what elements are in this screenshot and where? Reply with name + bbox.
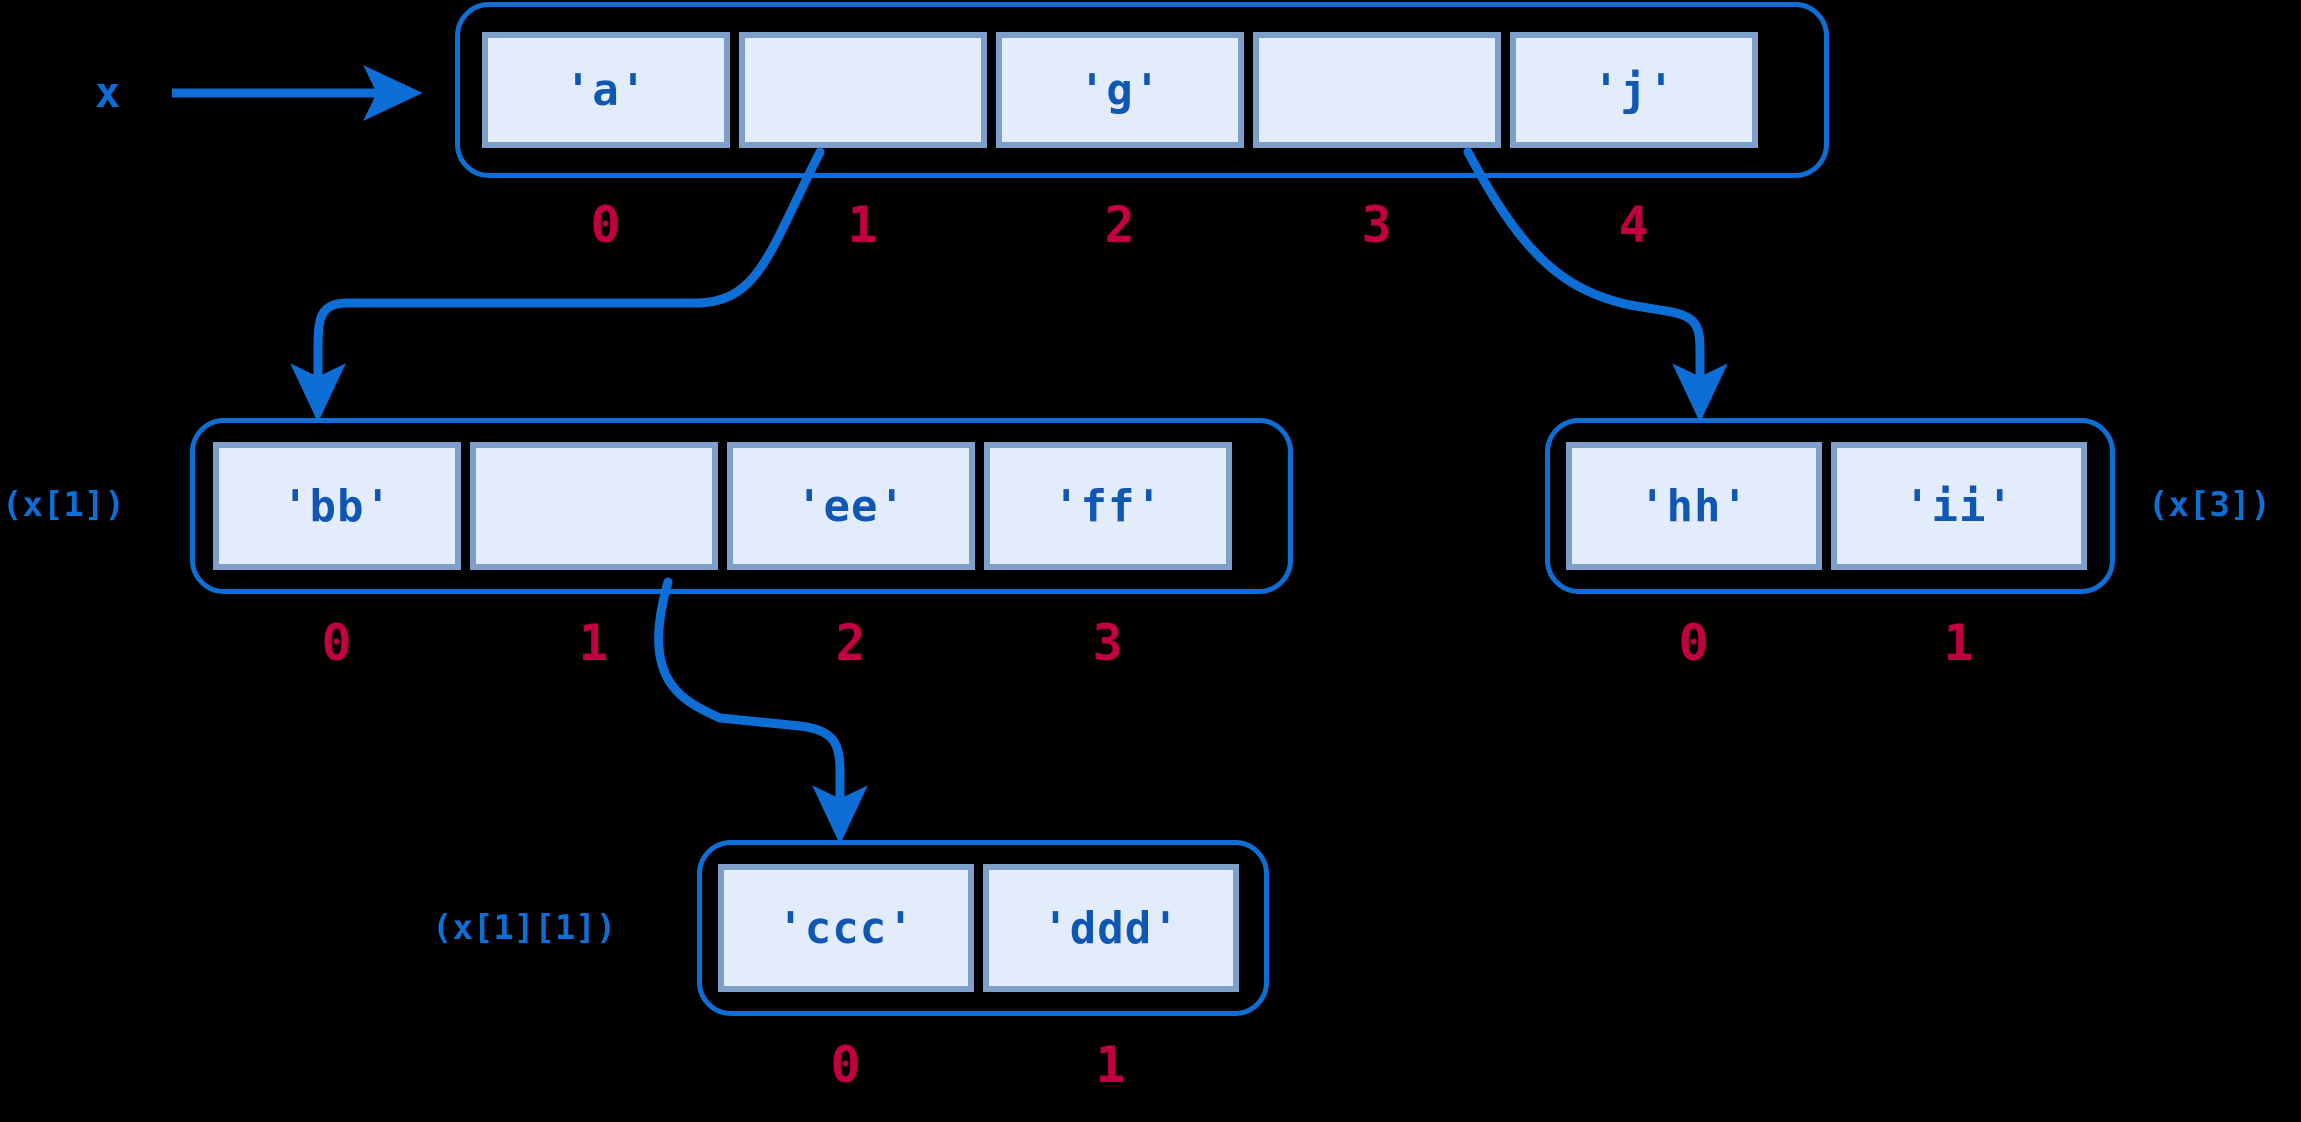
cell-x-0[interactable]: 'a' — [482, 32, 730, 148]
cell-x3-0[interactable]: 'hh' — [1566, 442, 1822, 570]
cell-x1-3[interactable]: 'ff' — [984, 442, 1232, 570]
index-row-x3: 0 1 — [1545, 618, 2115, 668]
list-container-x11: 'ccc' 'ddd' — [697, 840, 1269, 1016]
cell-x1-1[interactable] — [470, 442, 718, 570]
root-variable-label: x — [95, 68, 121, 117]
index-x3-1: 1 — [1943, 614, 1974, 672]
index-x11-1: 1 — [1095, 1036, 1126, 1094]
cell-x-3[interactable] — [1253, 32, 1501, 148]
cell-x1-2[interactable]: 'ee' — [727, 442, 975, 570]
label-x3: (x[3]) — [2148, 485, 2271, 525]
cell-x-2[interactable]: 'g' — [996, 32, 1244, 148]
index-row-x11: 0 1 — [697, 1040, 1269, 1090]
index-x3-0: 0 — [1678, 614, 1709, 672]
index-x-0: 0 — [590, 196, 621, 254]
index-x-2: 2 — [1104, 196, 1135, 254]
cell-x11-1[interactable]: 'ddd' — [983, 864, 1239, 992]
index-x-3: 3 — [1361, 196, 1392, 254]
index-x1-3: 3 — [1092, 614, 1123, 672]
index-row-x: 0 1 2 3 4 — [455, 200, 1829, 250]
cell-x1-0[interactable]: 'bb' — [213, 442, 461, 570]
index-x11-0: 0 — [830, 1036, 861, 1094]
cell-x3-1[interactable]: 'ii' — [1831, 442, 2087, 570]
arrow-top3-to-right-list — [1463, 147, 1728, 423]
arrow-top1-to-left-list — [290, 147, 825, 423]
arrow-left1-to-bottom-list — [654, 577, 868, 845]
list-container-x3: 'hh' 'ii' — [1545, 418, 2115, 594]
label-x11: (x[1][1]) — [432, 908, 617, 948]
index-x1-2: 2 — [835, 614, 866, 672]
index-row-x1: 0 1 2 3 — [190, 618, 1293, 668]
list-container-x: 'a' 'g' 'j' — [455, 2, 1829, 178]
list-container-x1: 'bb' 'ee' 'ff' — [190, 418, 1293, 594]
index-x-1: 1 — [847, 196, 878, 254]
cell-x-4[interactable]: 'j' — [1510, 32, 1758, 148]
label-x1: (x[1]) — [2, 485, 125, 525]
index-x-4: 4 — [1618, 196, 1649, 254]
cell-x-1[interactable] — [739, 32, 987, 148]
index-x1-1: 1 — [578, 614, 609, 672]
cell-x11-0[interactable]: 'ccc' — [718, 864, 974, 992]
index-x1-0: 0 — [321, 614, 352, 672]
